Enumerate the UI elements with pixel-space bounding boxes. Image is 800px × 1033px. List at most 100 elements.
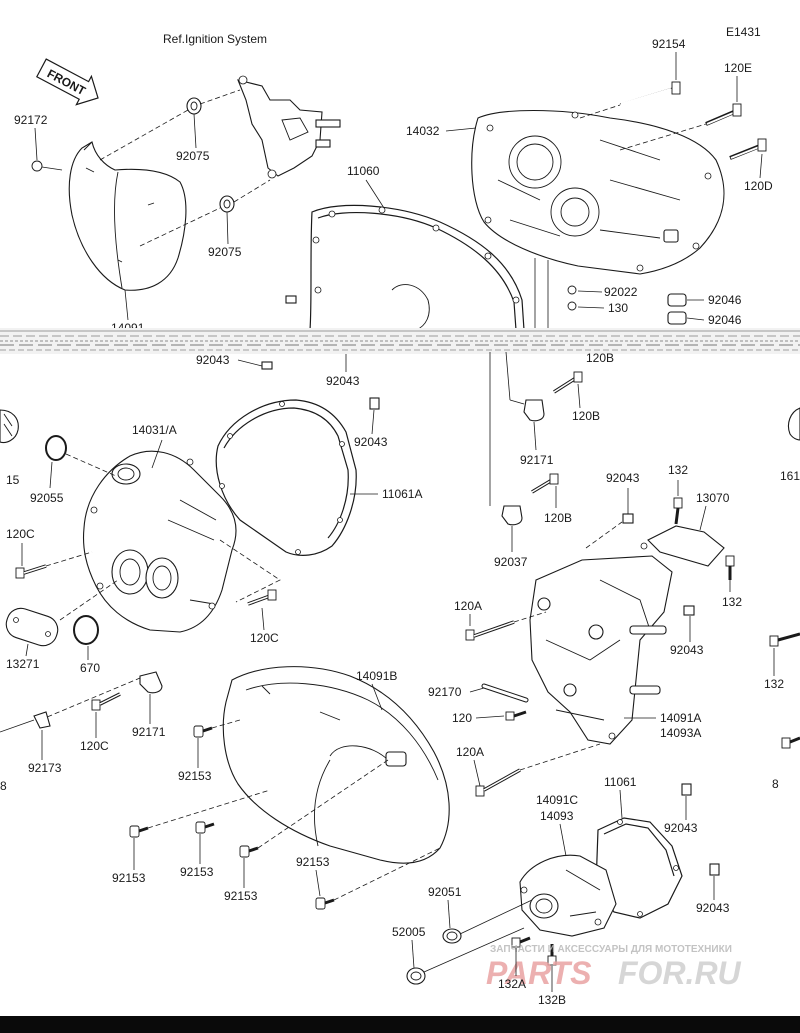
dowel-92046-lower <box>667 311 687 325</box>
label-92043-gasket: 92043 <box>354 435 388 449</box>
bolt-120B-upper <box>553 371 583 394</box>
label-132-mid: 132 <box>722 595 742 609</box>
dowel-92046-upper <box>667 293 687 307</box>
plate-13271 <box>5 607 59 647</box>
label-120B-top: 120B <box>586 351 614 365</box>
case-14091C-14093 <box>519 854 617 937</box>
bolt-120C-low <box>91 692 121 711</box>
label-132-top: 132 <box>668 463 688 477</box>
label-92171-lower: 92171 <box>132 725 166 739</box>
dowel-92043-d <box>683 605 695 616</box>
watermark: ЗАПЧАСТИ И АКСЕССУАРЫ ДЛЯ МОТОТЕХНИКИ PA… <box>486 944 742 991</box>
watermark-brand-right: FOR.RU <box>618 955 742 991</box>
label-120C-mid: 120C <box>250 631 279 645</box>
case-14091A-14093A <box>529 555 673 745</box>
bolt-120 <box>505 710 527 721</box>
bolt-120D <box>729 138 767 160</box>
bolt-132B <box>547 944 557 966</box>
label-120A-low: 120A <box>456 745 484 759</box>
label-132-right: 132 <box>764 677 784 691</box>
bolt-120A-top <box>465 620 515 641</box>
clamp-92171-upper <box>523 399 545 422</box>
label-14093A: 14093A <box>660 726 701 740</box>
o-ring-92055 <box>45 435 67 461</box>
bolt-92172 <box>31 160 63 172</box>
bolt-120C-left <box>15 564 47 579</box>
label-14093: 14093 <box>540 809 574 823</box>
clamp-92171-lower <box>139 671 163 694</box>
clamp-92037 <box>501 505 523 526</box>
label-92075-upper: 92075 <box>176 149 210 163</box>
label-13070: 13070 <box>696 491 730 505</box>
bolt-120B-lower <box>531 473 559 494</box>
label-92043-right2: 92043 <box>670 643 704 657</box>
bolt-120-edge <box>781 736 800 749</box>
label-120D: 120D <box>744 179 773 193</box>
dashed-outline-14031A <box>219 539 281 603</box>
grommet-92075-upper <box>186 97 202 115</box>
grommet-92075-lower <box>219 195 235 213</box>
clamp-92173 <box>33 711 51 729</box>
label-130: 130 <box>608 301 628 315</box>
dowel-92043-f <box>709 863 720 876</box>
bolt-120C-mid <box>247 589 277 606</box>
label-15: 15 <box>6 473 20 487</box>
bolt-132-top <box>673 497 683 509</box>
gasket-11060 <box>309 204 525 331</box>
label-92043-top: 92043 <box>196 353 230 367</box>
label-92055: 92055 <box>30 491 64 505</box>
diagram-code: E1431 <box>726 25 761 39</box>
scan-band <box>0 328 800 354</box>
dowel-92043-b <box>369 397 380 410</box>
washer-92022 <box>567 285 577 295</box>
rod-92170 <box>481 683 529 703</box>
bolt-132A <box>511 936 531 948</box>
label-92171-upper: 92171 <box>520 453 554 467</box>
front-arrow-icon: FRONT <box>36 58 99 106</box>
dowel-92043-top <box>285 295 297 304</box>
bolt-132-mid <box>725 555 735 580</box>
dowel-92043-e <box>681 783 692 796</box>
screw-92153-c <box>195 821 215 834</box>
label-14091B: 14091B <box>356 669 397 683</box>
label-92022: 92022 <box>604 285 638 299</box>
label-120A-top: 120A <box>454 599 482 613</box>
label-120B-right: 120B <box>544 511 572 525</box>
label-92046-upper: 92046 <box>708 293 742 307</box>
filler-cap-15 <box>0 409 19 444</box>
label-13271: 13271 <box>6 657 40 671</box>
label-92075-lower: 92075 <box>208 245 242 259</box>
screw-92153-d <box>239 845 259 858</box>
label-92043-d: 92043 <box>696 901 730 915</box>
cover-14032 <box>471 109 725 275</box>
bolt-120A-low <box>475 768 521 797</box>
bolt-92154 <box>619 81 681 105</box>
seal-92051 <box>442 928 462 944</box>
label-14091C: 14091C <box>536 793 578 807</box>
label-14032: 14032 <box>406 124 440 138</box>
label-92153-d: 92153 <box>224 889 258 903</box>
label-11061: 11061 <box>604 775 637 789</box>
label-92046-lower: 92046 <box>708 313 742 327</box>
label-92153-a: 92153 <box>178 769 212 783</box>
crankcase-cover-14031A <box>82 450 237 633</box>
label-92170: 92170 <box>428 685 462 699</box>
bottom-bar <box>0 1016 800 1033</box>
label-92153-c: 92153 <box>180 865 214 879</box>
label-92043-right: 92043 <box>606 471 640 485</box>
label-8-left: 8 <box>0 779 7 793</box>
cover-14091 <box>68 141 187 291</box>
label-120B-mid: 120B <box>572 409 600 423</box>
label-120: 120 <box>452 711 472 725</box>
label-92154: 92154 <box>652 37 686 51</box>
label-92153-e: 92153 <box>296 855 330 869</box>
label-14031A: 14031/A <box>132 423 177 437</box>
label-92043-mid: 92043 <box>326 374 360 388</box>
seal-52005 <box>406 967 426 985</box>
watermark-subtitle: ЗАПЧАСТИ И АКСЕССУАРЫ ДЛЯ МОТОТЕХНИКИ <box>490 944 732 955</box>
label-92172: 92172 <box>14 113 48 127</box>
bolt-132-right <box>769 632 800 647</box>
label-120C-low: 120C <box>80 739 109 753</box>
label-120C-left: 120C <box>6 527 35 541</box>
